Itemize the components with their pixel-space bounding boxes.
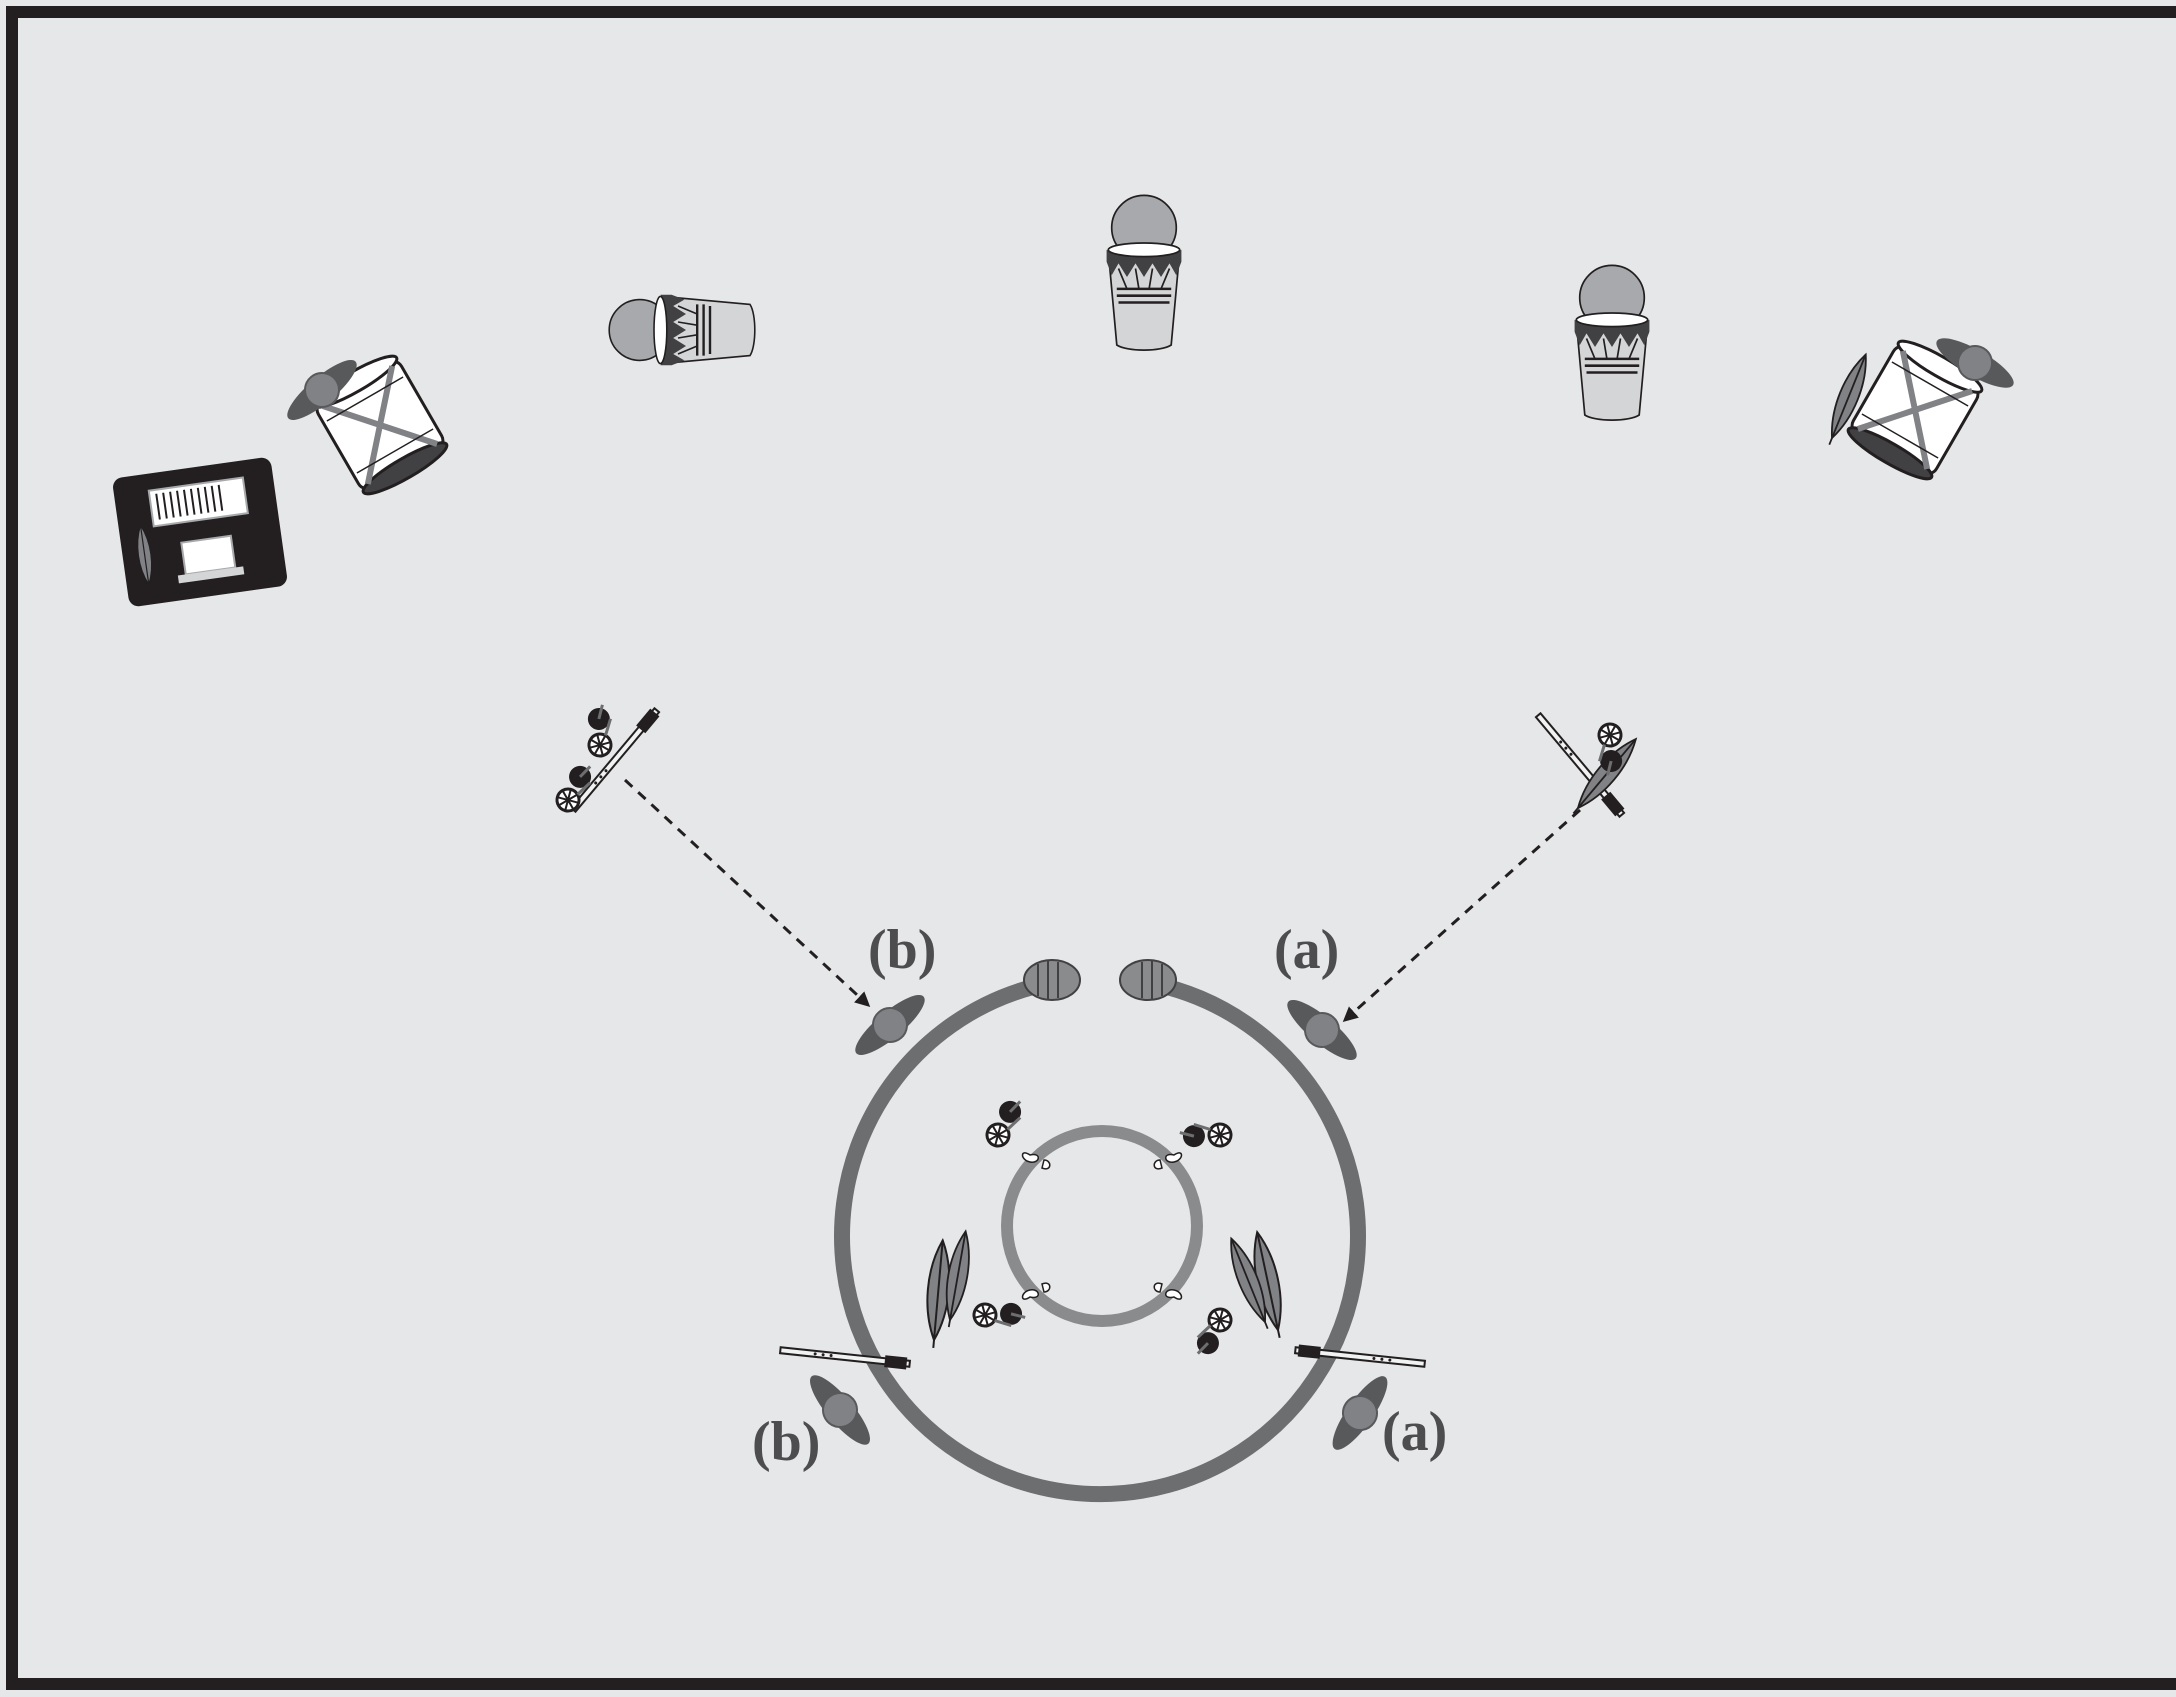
inner-ring bbox=[1001, 1125, 1203, 1327]
conga-drum-icon bbox=[1573, 264, 1651, 422]
label-right-bottom: (a) bbox=[1382, 1401, 1447, 1463]
outer-ring bbox=[834, 959, 1366, 1503]
movement-arrow-left bbox=[623, 778, 871, 1008]
label-left-bottom: (b) bbox=[752, 1411, 820, 1473]
keyboard-station-icon bbox=[113, 457, 287, 607]
conga-drum-icon bbox=[608, 293, 756, 367]
label-right-top: (a) bbox=[1274, 919, 1339, 981]
label-left-top: (b) bbox=[868, 919, 936, 981]
conga-drum-icon bbox=[1105, 194, 1183, 352]
diagram-frame bbox=[6, 6, 2176, 1690]
